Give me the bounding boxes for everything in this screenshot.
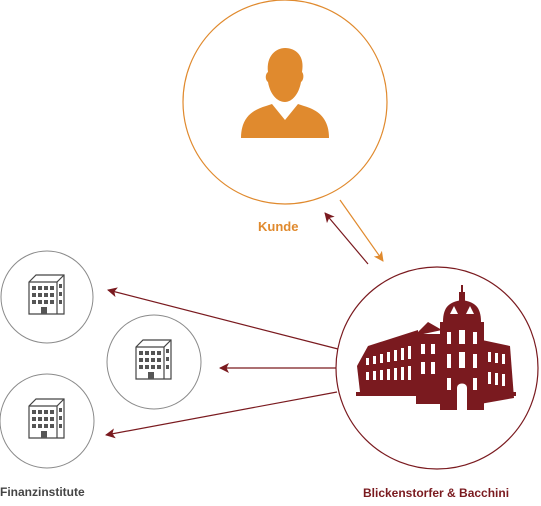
arrow-firm-to-institute-3 — [105, 391, 338, 439]
office-building-icon — [135, 339, 172, 380]
institutes-label: Finanzinstitute — [0, 485, 85, 499]
arrow-customer-to-firm — [339, 199, 384, 262]
customer-circle — [182, 0, 388, 205]
firm-label: Blickenstorfer & Bacchini — [363, 486, 510, 500]
office-building-icon — [28, 398, 65, 439]
institute-circle — [0, 250, 94, 344]
institute-circle — [106, 314, 202, 410]
institute-circle — [0, 373, 95, 469]
person-icon — [241, 48, 329, 138]
office-building-icon — [28, 274, 65, 315]
arrow-firm-to-institute-1 — [107, 287, 339, 350]
historic-building-icon — [356, 285, 516, 410]
arrow-firm-to-customer — [324, 212, 369, 265]
customer-label: Kunde — [258, 219, 299, 234]
